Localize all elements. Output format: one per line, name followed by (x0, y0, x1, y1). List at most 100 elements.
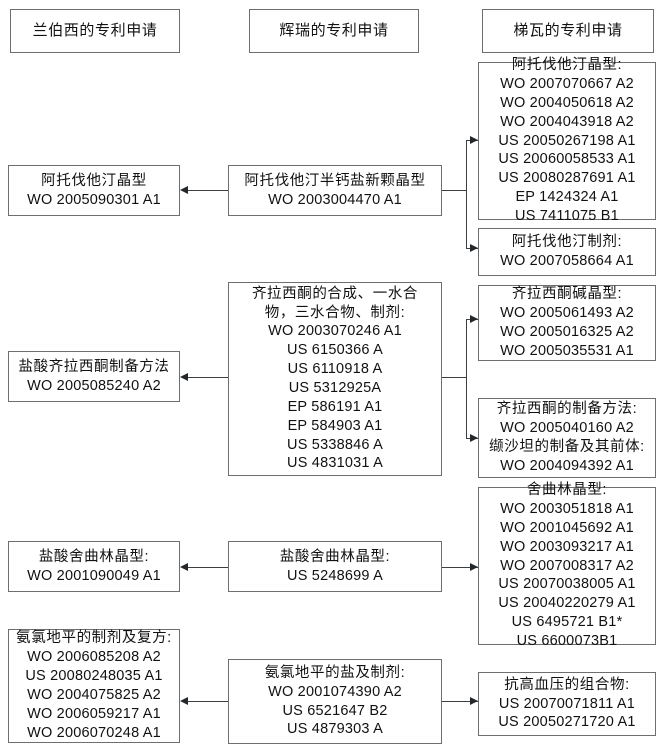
arrowhead-to-teva-sertraline (470, 563, 478, 571)
patent-number: WO 2001045692 A1 (500, 519, 634, 536)
box-title: 抗高血压的组合物: (504, 676, 630, 693)
box-sertraline-crystalforms-teva: 舍曲林晶型: WO 2003051818 A1 WO 2001045692 A1… (478, 482, 656, 649)
patent-number: WO 2005040160 A2 (500, 420, 634, 437)
connector-atorvastatin-trunk (442, 190, 466, 191)
patent-number: US 5248699 A (287, 567, 383, 584)
patent-number: WO 2003070246 A1 (268, 323, 402, 340)
patent-number: WO 2004094392 A1 (500, 457, 634, 474)
connector-ziprasidone-riser (466, 319, 467, 439)
box-ziprasidone-base-crystalforms-teva: 齐拉西酮碱晶型: WO 2005061493 A2 WO 2005016325 … (478, 285, 656, 361)
box-title: 氨氯地平的制剂及复方: (16, 630, 172, 647)
patent-number: EP 584903 A1 (287, 417, 383, 434)
box-atorvastatin-ranbaxy: 阿托伐他汀晶型 WO 2005090301 A1 (8, 165, 180, 216)
box-amlodipine-pfizer: 氨氯地平的盐及制剂: WO 2001074390 A2 US 6521647 B… (228, 659, 442, 744)
connector-atorvastatin-riser (466, 140, 467, 248)
patent-number: WO 2005035531 A1 (500, 342, 634, 359)
box-title: 齐拉西酮的制备方法: (496, 401, 638, 418)
patent-number: US 6150366 A (287, 342, 383, 359)
box-title: 阿托伐他汀晶型: (511, 57, 623, 74)
connector-ziprasidone-trunk (442, 377, 466, 378)
patent-number: WO 2003051818 A1 (500, 501, 634, 518)
patent-number: US 4831031 A (287, 455, 383, 472)
patent-number: US 20070038005 A1 (498, 576, 636, 593)
patent-number: EP 1424324 A1 (515, 189, 619, 206)
connector-ziprasidone-pfizer-to-ranbaxy (188, 377, 228, 378)
patent-number: WO 2007070667 A2 (500, 76, 634, 93)
box-title: 舍曲林晶型: (526, 482, 608, 499)
arrowhead-to-teva-antihypertensive (470, 697, 478, 705)
box-sertraline-pfizer: 盐酸舍曲林晶型: US 5248699 A (228, 541, 442, 592)
patent-number: WO 2001074390 A2 (268, 683, 402, 700)
connector-sertraline-to-teva (442, 567, 478, 568)
arrowhead-to-teva-atorvastatin-crystalforms (470, 136, 478, 144)
patent-number: WO 2005016325 A2 (500, 324, 634, 340)
patent-number: US 6110918 A (287, 361, 383, 378)
box-title-line-1: 齐拉西酮的合成、一水合 (251, 285, 419, 302)
patent-number: WO 2003093217 A1 (500, 538, 634, 555)
box-title: 盐酸舍曲林晶型: (38, 548, 150, 565)
arrowhead-to-ranbaxy-amlodipine (180, 697, 188, 705)
patent-number: WO 2005085240 A2 (27, 377, 161, 394)
box-title: 盐酸舍曲林晶型: (279, 548, 391, 565)
patent-number: WO 2003004470 A1 (268, 191, 402, 208)
box-ziprasidone-pfizer: 齐拉西酮的合成、一水合 物，三水合物、制剂: WO 2003070246 A1 … (228, 282, 442, 476)
box-title: 阿托伐他汀晶型 (41, 172, 147, 189)
patent-number: WO 2006070248 A1 (27, 724, 161, 741)
arrowhead-to-teva-ziprasidone-base (470, 315, 478, 323)
patent-number: US 5338846 A (287, 436, 383, 453)
box-title-secondary: 缬沙坦的制备及其前体: (489, 439, 645, 455)
box-title: 阿托伐他汀制剂: (511, 234, 623, 251)
patent-number: WO 2005061493 A2 (500, 305, 634, 322)
arrowhead-to-ranbaxy-atorvastatin (180, 186, 188, 194)
patent-number: EP 586191 A1 (287, 398, 383, 415)
patent-number: WO 2004043918 A2 (500, 113, 634, 130)
patent-number: WO 2004050618 A2 (500, 94, 634, 111)
box-ziprasidone-ranbaxy: 盐酸齐拉西酮制备方法 WO 2005085240 A2 (8, 351, 180, 402)
patent-number: US 6495721 B1* (511, 614, 623, 631)
box-title-line-2: 物，三水合物、制剂: (264, 304, 406, 321)
box-atorvastatin-crystalforms-teva: 阿托伐他汀晶型: WO 2007070667 A2 WO 2004050618 … (478, 57, 656, 224)
box-atorvastatin-formulation-teva: 阿托伐他汀制剂: WO 2007058664 A1 (478, 228, 656, 276)
box-ziprasidone-preparation-valsartan-teva: 齐拉西酮的制备方法: WO 2005040160 A2 缬沙坦的制备及其前体: … (478, 398, 656, 478)
box-title: 氨氯地平的盐及制剂: (264, 664, 406, 681)
patent-number: US 6521647 B2 (282, 702, 388, 719)
patent-number: US 6600073B1 (516, 632, 618, 649)
box-amlodipine-ranbaxy: 氨氯地平的制剂及复方: WO 2006085208 A2 US 20080248… (8, 629, 180, 743)
arrowhead-to-teva-atorvastatin-formulation (470, 244, 478, 252)
arrowhead-to-ranbaxy-ziprasidone (180, 373, 188, 381)
box-antihypertensive-composition-teva: 抗高血压的组合物: US 20070071811 A1 US 200502717… (478, 672, 656, 736)
arrowhead-to-ranbaxy-sertraline (180, 563, 188, 571)
patent-number: US 20070071811 A1 (498, 695, 636, 712)
connector-amlodipine-pfizer-to-ranbaxy (188, 701, 228, 702)
patent-number: WO 2007008317 A2 (500, 557, 634, 574)
patent-number: WO 2007058664 A1 (500, 253, 634, 269)
connector-amlodipine-to-teva (442, 701, 478, 702)
box-title: 盐酸齐拉西酮制备方法 (18, 358, 170, 375)
column-header-ranbaxy: 兰伯西的专利申请 (10, 9, 180, 53)
box-title: 阿托伐他汀半钙盐新颗晶型 (244, 172, 426, 189)
arrowhead-to-teva-ziprasidone-preparation (470, 434, 478, 442)
box-title: 齐拉西酮碱晶型: (511, 286, 623, 303)
patent-number: US 7411075 B1 (515, 207, 619, 224)
patent-number: US 5312925A (288, 380, 382, 396)
patent-number: US 20040220279 A1 (498, 595, 636, 612)
patent-number: WO 2006085208 A2 (27, 649, 161, 666)
patent-number: US 20050267198 A1 (498, 132, 636, 149)
patent-number: US 20080248035 A1 (25, 668, 163, 685)
connector-sertraline-pfizer-to-ranbaxy (188, 567, 228, 568)
box-atorvastatin-pfizer: 阿托伐他汀半钙盐新颗晶型 WO 2003004470 A1 (228, 165, 442, 216)
patent-number: US 4879303 A (287, 721, 383, 738)
patent-number: WO 2004075825 A2 (27, 687, 161, 703)
column-header-pfizer: 辉瑞的专利申请 (249, 9, 419, 53)
patent-number: US 20050271720 A1 (498, 714, 636, 731)
connector-atorvastatin-pfizer-to-ranbaxy (188, 190, 228, 191)
column-header-teva-label: 梯瓦的专利申请 (513, 22, 623, 40)
patent-number: US 20080287691 A1 (498, 170, 636, 187)
patent-number: WO 2005090301 A1 (27, 191, 161, 208)
box-sertraline-ranbaxy: 盐酸舍曲林晶型: WO 2001090049 A1 (8, 541, 180, 592)
column-header-teva: 梯瓦的专利申请 (482, 9, 654, 53)
column-header-ranbaxy-label: 兰伯西的专利申请 (32, 22, 158, 40)
patent-number: US 20060058533 A1 (498, 151, 636, 168)
column-header-pfizer-label: 辉瑞的专利申请 (279, 22, 389, 40)
patent-number: WO 2001090049 A1 (27, 567, 161, 584)
